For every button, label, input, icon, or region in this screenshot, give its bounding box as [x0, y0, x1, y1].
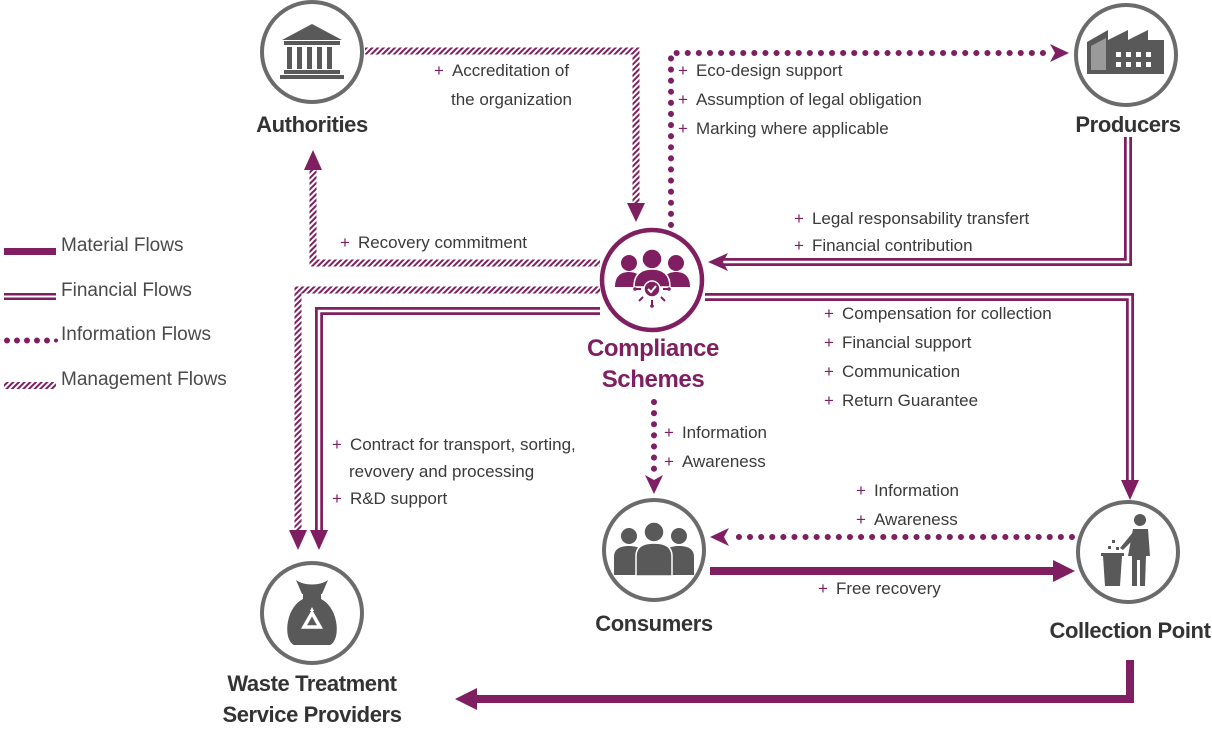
legend-item-information: Information Flows [4, 324, 264, 350]
annotation-free-recovery: +Free recovery [818, 574, 941, 603]
flow-schemes-to-authorities [304, 150, 600, 267]
annotation-item: revovery and processing [349, 462, 535, 481]
annotation-text: Free recovery [835, 579, 941, 598]
annotation-text: Accreditation of [451, 61, 570, 80]
annotation-text: Assumption of legal obligation [695, 90, 922, 109]
annotation-eco-design: +Eco-design support +Assumption of legal… [678, 56, 922, 143]
annotation-item: +Marking where applicable [678, 119, 889, 138]
annotation-item: +Information [856, 481, 959, 500]
flow-schemes-mgmt-to-waste [289, 286, 600, 550]
producers-node [1074, 3, 1178, 107]
authorities-label: Authorities [256, 112, 368, 137]
legend-label: Material Flows [61, 235, 184, 256]
checkmark-badge-icon [633, 280, 671, 308]
waste-label-line2: Service Providers [222, 702, 402, 727]
annotation-item: +R&D support [332, 489, 448, 508]
annotation-item: the organization [451, 90, 572, 109]
flow-schemes-to-consumers [645, 399, 663, 494]
annotation-info-collection: +Information +Awareness [856, 476, 959, 534]
flow-schemes-to-collection [705, 293, 1139, 500]
annotation-recovery-commitment: +Recovery commitment [340, 228, 527, 257]
annotation-item: +Communication [824, 362, 961, 381]
legend-label: Financial Flows [61, 280, 192, 301]
legend-item-material: Material Flows [4, 235, 264, 261]
financial-flow-swatch [4, 293, 56, 300]
annotation-text: Financial contribution [811, 236, 973, 255]
compliance-schemes-label: Compliance Schemes [548, 333, 758, 395]
compliance-schemes-node [599, 227, 705, 333]
legend-item-management: Management Flows [4, 369, 264, 395]
annotation-text: Compensation for collection [841, 304, 1052, 323]
material-flow-swatch [4, 248, 56, 255]
annotation-legal-transfer: +Legal responsability transfert +Financi… [794, 205, 1029, 259]
annotation-item: +Compensation for collection [824, 304, 1052, 323]
collection-point-label: Collection Point [1049, 618, 1211, 643]
annotation-item: +Recovery commitment [340, 233, 528, 252]
annotation-text: Recovery commitment [357, 233, 528, 252]
flow-collection-to-consumers [710, 528, 1075, 546]
legend-item-financial: Financial Flows [4, 280, 264, 306]
annotation-text: Financial support [841, 333, 972, 352]
compliance-label-line1: Compliance [586, 335, 720, 362]
consumers-node [602, 498, 706, 602]
legend-label: Information Flows [61, 324, 211, 345]
annotation-item: +Legal responsability transfert [794, 209, 1030, 228]
producers-label: Producers [1075, 112, 1181, 137]
management-flow-swatch [4, 382, 56, 389]
annotation-text: Awareness [681, 452, 766, 471]
annotation-text: Information [873, 481, 959, 500]
legend-label: Management Flows [61, 369, 227, 390]
annotation-item: +Accreditation of [434, 61, 570, 80]
annotation-text: Communication [841, 362, 961, 381]
annotation-text: Information [681, 423, 767, 442]
annotation-compensation: +Compensation for collection +Financial … [824, 299, 1052, 415]
annotation-accreditation: +Accreditation of the organization [434, 56, 572, 114]
recycle-bag-icon [287, 580, 337, 645]
annotation-item: +Awareness [664, 452, 766, 471]
consumers-group-icon [614, 521, 694, 577]
flow-schemes-fin-to-waste [310, 307, 600, 550]
annotation-text: Contract for transport, sorting, [349, 435, 576, 454]
flow-producers-to-schemes [708, 137, 1132, 271]
collection-point-node [1076, 500, 1180, 604]
government-building-icon [280, 24, 344, 79]
annotation-item: +Assumption of legal obligation [678, 90, 922, 109]
flow-collection-to-waste [455, 660, 1134, 710]
annotation-item: +Awareness [856, 510, 958, 529]
annotation-item: +Information [664, 423, 767, 442]
annotation-text: Legal responsability transfert [811, 209, 1030, 228]
annotation-text: Return Guarantee [841, 391, 979, 410]
annotation-item: +Financial support [824, 333, 972, 352]
annotation-item: +Eco-design support [678, 61, 843, 80]
people-group-icon [615, 248, 690, 288]
annotation-text: Awareness [873, 510, 958, 529]
flow-authorities-to-schemes [365, 47, 645, 222]
annotation-item: +Return Guarantee [824, 391, 979, 410]
information-flow-swatch [4, 337, 58, 344]
annotation-item: +Free recovery [818, 579, 941, 598]
annotation-info-consumers: +Information +Awareness [664, 418, 767, 476]
factory-icon [1087, 30, 1164, 74]
annotation-item: +Contract for transport, sorting, [332, 435, 576, 454]
annotation-text: Marking where applicable [695, 119, 889, 138]
authorities-node [260, 0, 364, 104]
waste-label-line1: Waste Treatment [227, 671, 397, 696]
consumers-label: Consumers [595, 611, 713, 636]
annotation-text: R&D support [349, 489, 448, 508]
flow-schemes-to-producers [668, 44, 1069, 228]
waste-treatment-node [260, 561, 364, 665]
annotation-text: Eco-design support [695, 61, 843, 80]
compliance-label-line2: Schemes [601, 366, 705, 393]
annotation-item: +Financial contribution [794, 236, 973, 255]
annotation-contract: +Contract for transport, sorting, revove… [332, 431, 576, 512]
flow-consumers-to-collection [710, 560, 1075, 582]
waste-treatment-label: Waste Treatment Service Providers [200, 668, 424, 730]
person-recycling-bin-icon [1101, 514, 1150, 586]
